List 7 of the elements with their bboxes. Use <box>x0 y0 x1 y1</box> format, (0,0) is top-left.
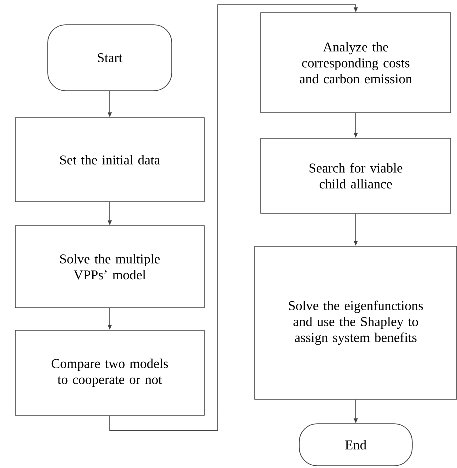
process-box: Search for viable child alliance <box>260 138 452 214</box>
process-box: Set the initial data <box>15 118 205 202</box>
process-box: Solve the eigenfunctions and use the Shapley to assign system benefits <box>254 246 457 400</box>
process-box: Analyze the corresponding costs and carbon emission <box>260 12 452 114</box>
arrow <box>110 4 358 432</box>
process-box: Solve the multiple VPPs’ model <box>15 226 205 308</box>
process-box: Compare two models to cooperate or not <box>15 330 205 416</box>
